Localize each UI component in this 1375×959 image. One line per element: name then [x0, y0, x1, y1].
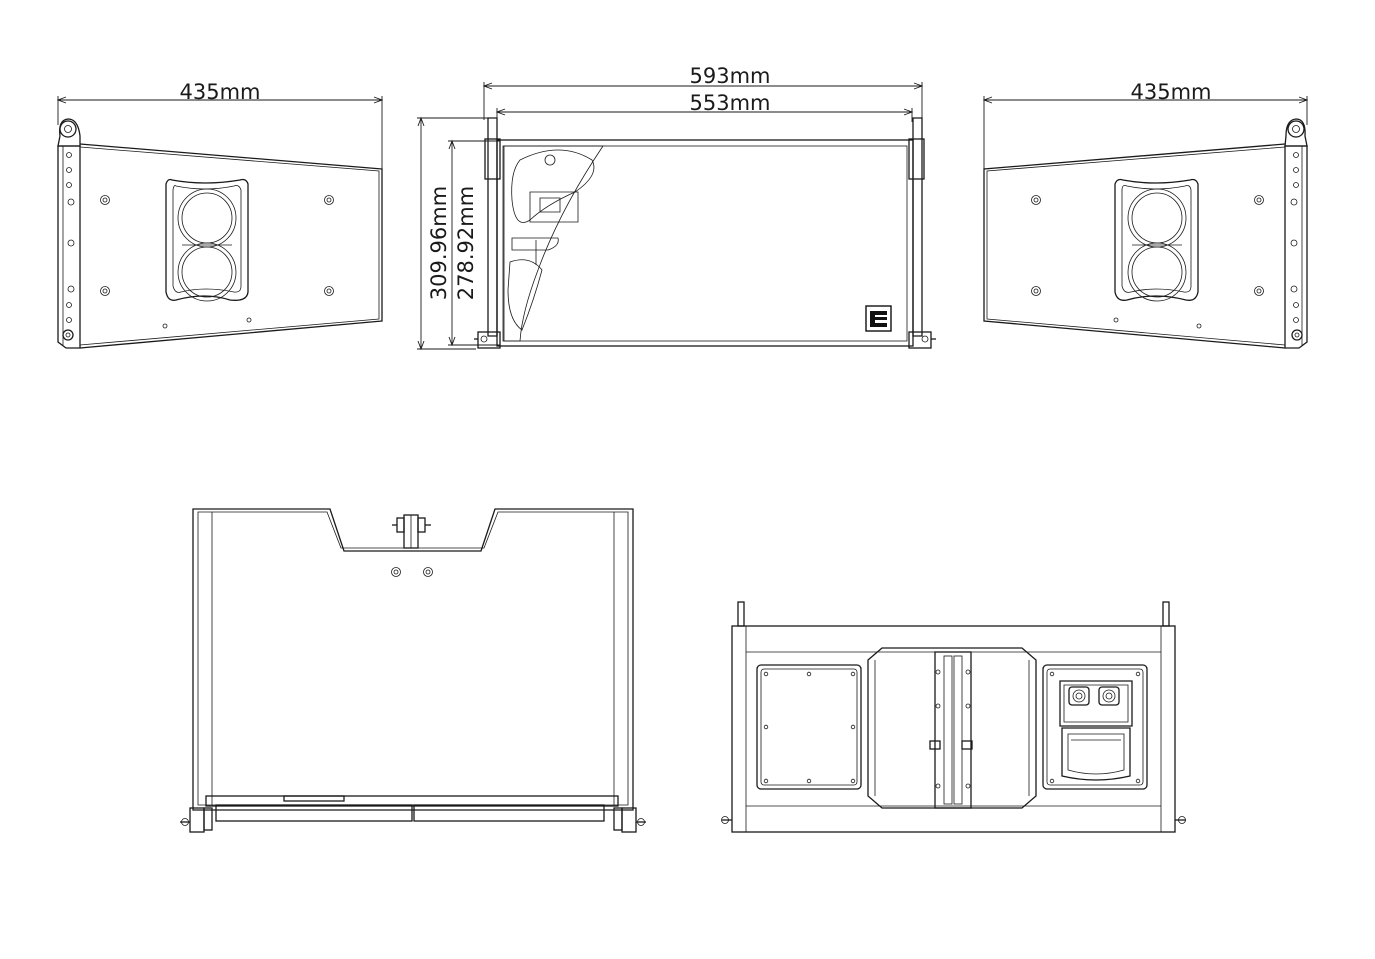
left-side-width-dimension: 435mm — [56, 80, 384, 170]
left-side-width-label: 435mm — [180, 80, 261, 104]
front-cabinet-height-label: 278.92mm — [454, 186, 478, 300]
front-cabinet-width-dimension: 553mm — [495, 91, 914, 122]
right-side-width-dimension: 435mm — [982, 80, 1309, 170]
front-overall-height-dimension: 309.96mm — [417, 116, 492, 351]
front-cabinet-height-dimension: 278.92mm — [448, 139, 500, 347]
front-overall-width-label: 593mm — [690, 64, 771, 88]
rear-view — [721, 601, 1186, 833]
front-cabinet-width-label: 553mm — [690, 91, 771, 115]
top-view — [180, 508, 646, 833]
brand-logo — [865, 305, 892, 332]
right-side-view: 435mm — [982, 80, 1309, 349]
front-view: 593mm 553mm 309.96mm 278.92mm — [417, 64, 936, 351]
front-overall-height-label: 309.96mm — [427, 186, 451, 300]
left-side-view: 435mm — [56, 80, 384, 349]
front-overall-width-dimension: 593mm — [482, 64, 924, 120]
right-side-width-label: 435mm — [1131, 80, 1212, 104]
